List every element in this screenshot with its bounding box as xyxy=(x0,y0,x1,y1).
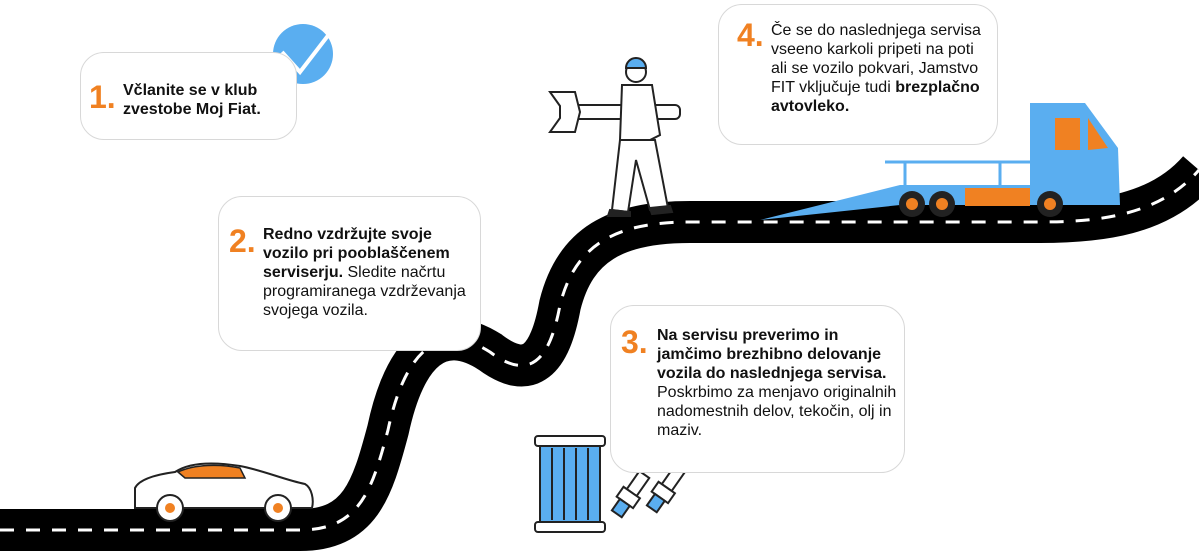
step-number: 1. xyxy=(89,79,116,115)
oil-filter-icon xyxy=(534,435,606,533)
step-text: Redno vzdržujte svoje vozilo pri pooblaš… xyxy=(263,225,475,320)
step-card-2: 2. Redno vzdržujte svoje vozilo pri poob… xyxy=(218,196,481,351)
step-bold-text: Na servisu preverimo in jamčimo brezhibn… xyxy=(657,327,887,382)
step-rest-text: Sledite načrtu programiranega vzdrževanj… xyxy=(263,264,466,319)
step-card-1: 1. Včlanite se v klub zvestobe Moj Fiat. xyxy=(80,52,297,140)
mechanic-wrench-icon xyxy=(548,57,681,217)
step-bold-text: brezplačno avtovleko. xyxy=(771,79,980,115)
step-text: Včlanite se v klub zvestobe Moj Fiat. xyxy=(123,81,288,119)
step-number: 2. xyxy=(229,223,256,259)
step-bold-text: Včlanite se v klub zvestobe Moj Fiat. xyxy=(123,82,261,118)
step-text: Če se do naslednjega servisa vseeno kark… xyxy=(771,21,993,116)
step-bold-text: Redno vzdržujte svoje vozilo pri pooblaš… xyxy=(263,226,450,281)
step-pre-text: Če se do naslednjega servisa vseeno kark… xyxy=(771,22,981,96)
road xyxy=(0,155,1199,551)
step-card-4: 4. Če se do naslednjega servisa vseeno k… xyxy=(718,4,998,145)
step-number: 3. xyxy=(621,324,648,360)
step-text: Na servisu preverimo in jamčimo brezhibn… xyxy=(657,326,897,440)
step-card-3: 3. Na servisu preverimo in jamčimo brezh… xyxy=(610,305,905,473)
step-number: 4. xyxy=(737,17,764,53)
car-icon xyxy=(134,462,314,522)
tow-truck-icon xyxy=(760,103,1120,220)
step-rest-text: Poskrbimo za menjavo originalnih nadomes… xyxy=(657,384,897,439)
